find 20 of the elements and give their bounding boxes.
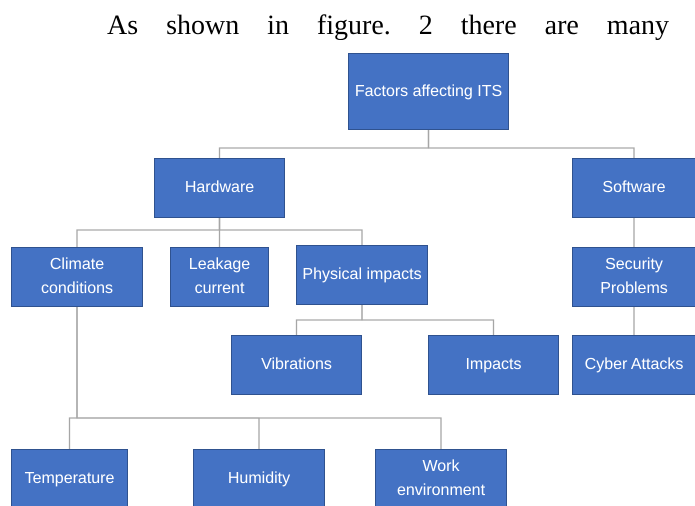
category-box: Security Problems [572, 247, 695, 307]
connector-line [633, 307, 635, 335]
category-box: Humidity [193, 449, 325, 506]
category-box: Impacts [428, 335, 559, 395]
category-box: Climate conditions [11, 247, 143, 307]
connector-line [361, 305, 494, 335]
connector-line [76, 307, 442, 449]
category-box: Hardware [154, 158, 285, 218]
connector-line [633, 218, 635, 247]
category-box: Vibrations [231, 335, 362, 395]
category-box: Cyber Attacks [572, 335, 695, 395]
connector-line [428, 130, 635, 158]
category-box: Temperature [11, 449, 128, 506]
category-box: Work environment [375, 449, 507, 506]
connector-line [218, 218, 363, 245]
category-box: Physical impacts [296, 245, 428, 305]
category-box: Factors affecting ITS [348, 53, 509, 130]
category-box: Leakage current [170, 247, 269, 307]
body-text: As shown in figure. 2 there are many [107, 9, 669, 43]
category-box: Software [572, 158, 695, 218]
